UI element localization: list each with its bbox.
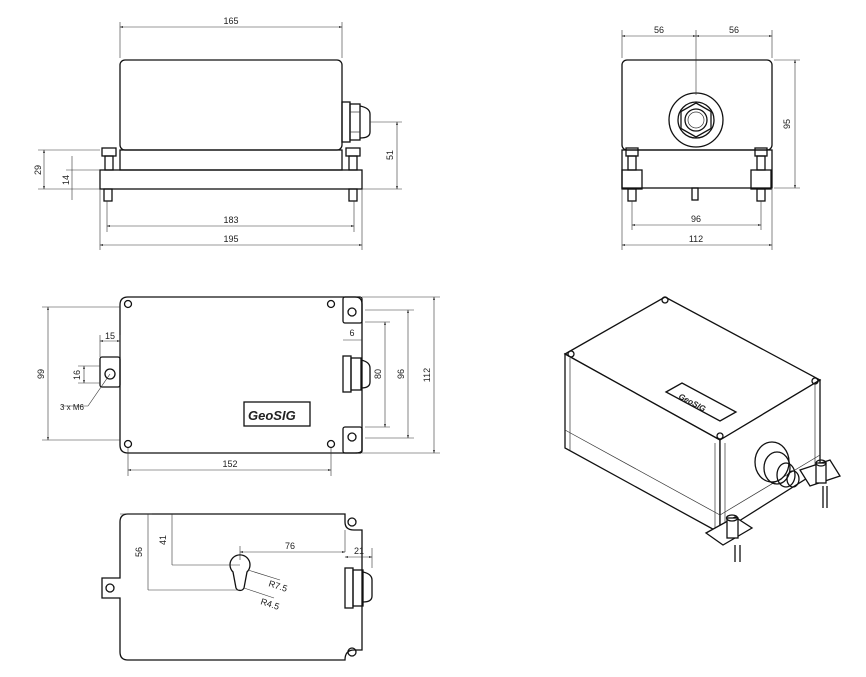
front-bolt-right bbox=[345, 147, 361, 202]
front-base-plate bbox=[99, 169, 363, 190]
top-tab-lower bbox=[342, 426, 363, 454]
dim-radius-small: R4.5 bbox=[259, 596, 280, 611]
dim-side-96: 96 bbox=[691, 214, 701, 224]
isometric-view: GeoSIG bbox=[563, 296, 841, 562]
front-body-lower bbox=[119, 149, 343, 171]
logo-text: GeoSIG bbox=[248, 408, 296, 423]
bottom-connector bbox=[344, 567, 373, 609]
dim-front-29: 29 bbox=[33, 165, 43, 175]
bottom-hole bbox=[347, 517, 357, 527]
dim-top-152: 152 bbox=[222, 459, 237, 469]
mount-hole bbox=[347, 307, 357, 317]
corner-screw bbox=[326, 299, 336, 309]
dim-top-6: 6 bbox=[349, 328, 354, 338]
top-view: GeoSIG 15 16 99 3 x M6 6 80 96 bbox=[36, 296, 440, 476]
dim-top-15: 15 bbox=[105, 331, 115, 341]
note-holes: 3 x M6 bbox=[60, 403, 85, 412]
dim-top-80: 80 bbox=[373, 369, 383, 379]
dim-front-14: 14 bbox=[61, 175, 71, 185]
bottom-outline bbox=[101, 513, 363, 661]
iso-connector bbox=[754, 441, 800, 488]
corner-screw bbox=[326, 439, 336, 449]
dim-bottom-56: 56 bbox=[134, 547, 144, 557]
side-bolt-right bbox=[750, 147, 772, 202]
top-tab-left-hole bbox=[104, 368, 116, 380]
front-body-upper bbox=[119, 59, 343, 151]
dim-bottom-21: 21 bbox=[354, 546, 364, 556]
mount-hole bbox=[347, 432, 357, 442]
iso-lug-right bbox=[799, 459, 841, 508]
dim-side-56-left: 56 bbox=[654, 25, 664, 35]
corner-screw bbox=[123, 439, 133, 449]
dim-front-bolt-span: 183 bbox=[223, 215, 238, 225]
iso-screw bbox=[716, 432, 724, 440]
dim-side-95: 95 bbox=[782, 119, 792, 129]
iso-lug-front bbox=[704, 514, 754, 562]
dim-front-51: 51 bbox=[385, 150, 395, 160]
dim-bottom-41: 41 bbox=[158, 535, 168, 545]
logo-plate: GeoSIG bbox=[243, 401, 311, 427]
top-tab-upper bbox=[342, 296, 363, 324]
side-connector bbox=[668, 92, 724, 148]
iso-screw bbox=[661, 296, 669, 304]
keyhole bbox=[229, 554, 251, 592]
side-bolt-left bbox=[621, 147, 643, 202]
top-connector bbox=[342, 355, 371, 393]
dim-bottom-76: 76 bbox=[285, 541, 295, 551]
front-bolt-left bbox=[101, 147, 117, 202]
side-body-lower bbox=[621, 149, 773, 189]
dim-front-width: 165 bbox=[223, 16, 238, 26]
dim-side-56-right: 56 bbox=[729, 25, 739, 35]
bottom-tab-hole bbox=[105, 583, 115, 593]
iso-screw bbox=[567, 350, 575, 358]
dim-top-99: 99 bbox=[36, 369, 46, 379]
dim-front-base-width: 195 bbox=[223, 234, 238, 244]
dim-top-96: 96 bbox=[396, 369, 406, 379]
top-tab-left bbox=[99, 356, 121, 388]
iso-screw bbox=[811, 377, 819, 385]
top-outline bbox=[119, 296, 363, 454]
corner-screw bbox=[123, 299, 133, 309]
dim-radius-large: R7.5 bbox=[267, 578, 288, 593]
front-view: 165 183 195 29 14 51 bbox=[33, 16, 402, 250]
side-bolt-middle bbox=[691, 187, 699, 201]
bottom-view: 56 41 76 21 R7.5 R4.5 bbox=[101, 513, 373, 661]
bottom-hole bbox=[347, 647, 357, 657]
dim-top-16: 16 bbox=[72, 370, 82, 380]
iso-logo-plate bbox=[664, 382, 738, 422]
side-view: 56 56 95 96 112 bbox=[621, 25, 800, 250]
front-connector bbox=[341, 101, 371, 143]
dim-side-112: 112 bbox=[689, 234, 703, 244]
dim-top-112: 112 bbox=[422, 368, 432, 382]
